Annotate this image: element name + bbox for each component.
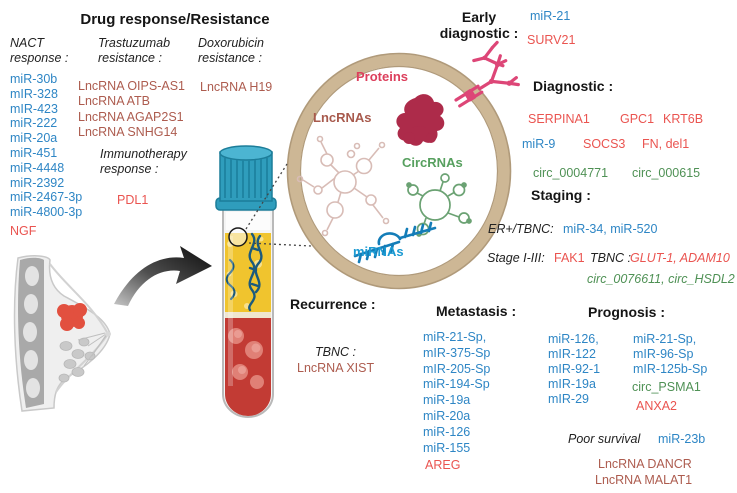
early-diagnostic-label: Early diagnostic : [439,9,519,41]
list-item: SERPINA1 [528,112,590,126]
prognosis-label: Prognosis : [588,304,666,320]
lncrna-structure-icon [296,135,390,237]
list-item: mIR-328 [10,86,58,101]
list-item: miR-9 [522,137,556,151]
list-item: LncRNA MALAT1 [595,473,693,487]
list-item: GPC1 [620,112,655,126]
list-item: LncRNA OIPS-AS1 [78,79,185,93]
list-item: miR-194-Sp [423,377,490,392]
list-item: miR-4800-3p [10,205,83,220]
list-item: mIR-29 [548,392,589,406]
prognosis-col1-list: miR-126, mIR-122 mIR-92-1 mIR-19a mIR-29 [548,332,600,407]
recurrence-label: Recurrence : [290,296,376,312]
staging-row2-value: FAK1 [554,251,585,265]
prognosis-protein: ANXA2 [636,399,677,413]
breast-illustration [13,255,111,412]
list-item: mIR-375-Sp [423,345,491,360]
plasma-layer [225,233,271,312]
list-item: miR-30b [10,72,58,86]
list-item: SOCS3 [583,137,626,151]
staging-row2-label: Stage I-III: [487,251,545,265]
poor-survival-value: miR-23b [658,432,706,446]
figure-title: Drug response/Resistance [80,11,270,28]
buffy-coat-layer [225,312,271,318]
diagnostic-label: Diagnostic : [533,78,614,94]
list-item: circ_0004771 [533,166,609,180]
list-item: mIR-205-Sp [423,361,491,376]
list-item: miR-155 [423,440,471,455]
list-item: mIR-96-Sp [633,347,694,361]
magnifier-dotted-lines [245,163,312,247]
list-item: mIR-125b-Sp [633,362,708,376]
nact-mir-list: miR-30b mIR-328 mIR-423 miR-222 miR-20a … [10,72,82,220]
list-item: FN, del1 [642,137,690,151]
trastuzumab-resistance-label: Trastuzumab resistance : [98,36,171,65]
staging-row1-value: miR-34, miR-520 [563,222,658,236]
early-diagnostic-protein: SURV21 [527,33,576,47]
magnifier-circle [228,227,248,247]
ngf-item: NGF [10,224,37,238]
poor-survival-label: Poor survival [568,432,641,446]
list-item: mIR-122 [548,347,596,361]
mirnas-label: miRNAs [353,244,404,259]
mirna-structure-icon [353,221,437,264]
list-item: miR-19a [423,393,471,408]
metastasis-label: Metastasis : [436,303,517,319]
doxorubicin-resistance-label: Doxorubicin resistance : [198,36,265,65]
list-item: miR-126 [423,424,471,439]
doxorubicin-item: LncRNA H19 [200,80,273,94]
staging-tbnc-value: GLUT-1, ADAM10 [630,251,730,265]
rna-strands-icon [225,232,263,312]
circrna-structure-icon [406,173,472,237]
metastasis-mir-list: miR-21-Sp, mIR-375-Sp mIR-205-Sp miR-194… [423,330,490,456]
list-item: mIR-19a [548,377,596,391]
list-item: miR-21-Sp, [633,332,697,346]
vesicle-circle [286,52,512,290]
antibody-icon [454,40,520,108]
immunotherapy-response-label: Immunotherapy response : [100,147,187,176]
list-item: LncRNA SNHG14 [78,124,178,139]
protein-blob-icon [396,94,445,146]
list-item: LncRNA AGAP2S1 [78,109,184,124]
list-item: miR-20a [10,131,58,146]
list-item: miR-126, [548,332,599,346]
proteins-label: Proteins [356,69,409,84]
list-item: miR-2392 [10,175,65,190]
list-item: circ_000615 [632,166,701,180]
ducts [77,332,107,367]
list-item: KRT6B [663,112,704,126]
prognosis-col2-list: miR-21-Sp, mIR-96-Sp mIR-125b-Sp [633,332,707,377]
early-diagnostic-mir: miR-21 [530,9,571,23]
list-item: miR-21-Sp, [423,330,487,344]
arrow-icon [114,246,212,306]
blood-cells [228,328,264,389]
staging-tbnc-label: TBNC : [590,251,631,265]
list-item: miR-4448 [10,160,65,175]
list-item: miR-222 [10,116,58,131]
list-item: miR-20a [423,408,471,423]
list-item: mIR-92-1 [548,362,601,376]
recurrence-sub-label: TBNC : [315,345,356,359]
staging-row1-label: ER+/TBNC: [488,222,554,236]
tumor-icon [57,303,87,331]
trastuzumab-lncrna-list: LncRNA OIPS-AS1 LncRNA ATB LncRNA AGAP2S… [78,79,185,140]
blood-tube-icon [215,145,277,418]
staging-label: Staging : [531,187,591,203]
recurrence-item: LncRNA XIST [297,361,375,375]
list-item: mIR-423 [10,101,58,116]
circrnas-label: CircRNAs [402,155,463,170]
list-item: LncRNA ATB [78,94,151,109]
pdl1-item: PDL1 [117,193,149,207]
list-item: miR-451 [10,145,58,160]
staging-row3-value: circ_0076611, circ_HSDL2 [587,272,735,286]
lncrnas-label: LncRNAs [313,110,372,125]
list-item: miR-2467-3p [10,190,83,205]
list-item: LncRNA DANCR [598,457,692,471]
tube-cap [215,145,277,211]
nact-response-label: NACT response : [10,36,69,65]
prognosis-circ: circ_PSMA1 [632,380,701,394]
metastasis-extra: AREG [425,458,461,472]
